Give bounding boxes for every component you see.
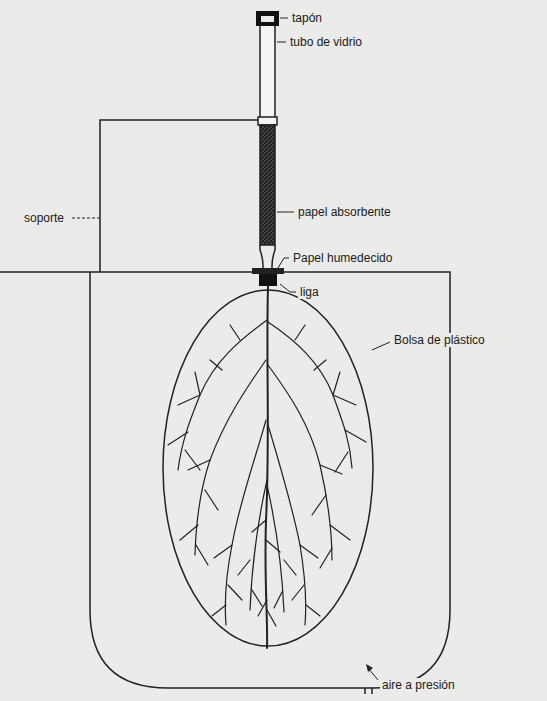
part-label: papel absorbente xyxy=(296,205,393,219)
part-label: Bolsa de plástico xyxy=(392,333,487,347)
part-label: soporte xyxy=(22,211,66,225)
part-label: tapón xyxy=(290,11,324,25)
part-label: liga xyxy=(298,285,321,299)
part-label: aire a presión xyxy=(380,678,457,692)
part-label: tubo de vidrio xyxy=(288,35,364,49)
part-label: Papel humedecido xyxy=(291,251,394,265)
